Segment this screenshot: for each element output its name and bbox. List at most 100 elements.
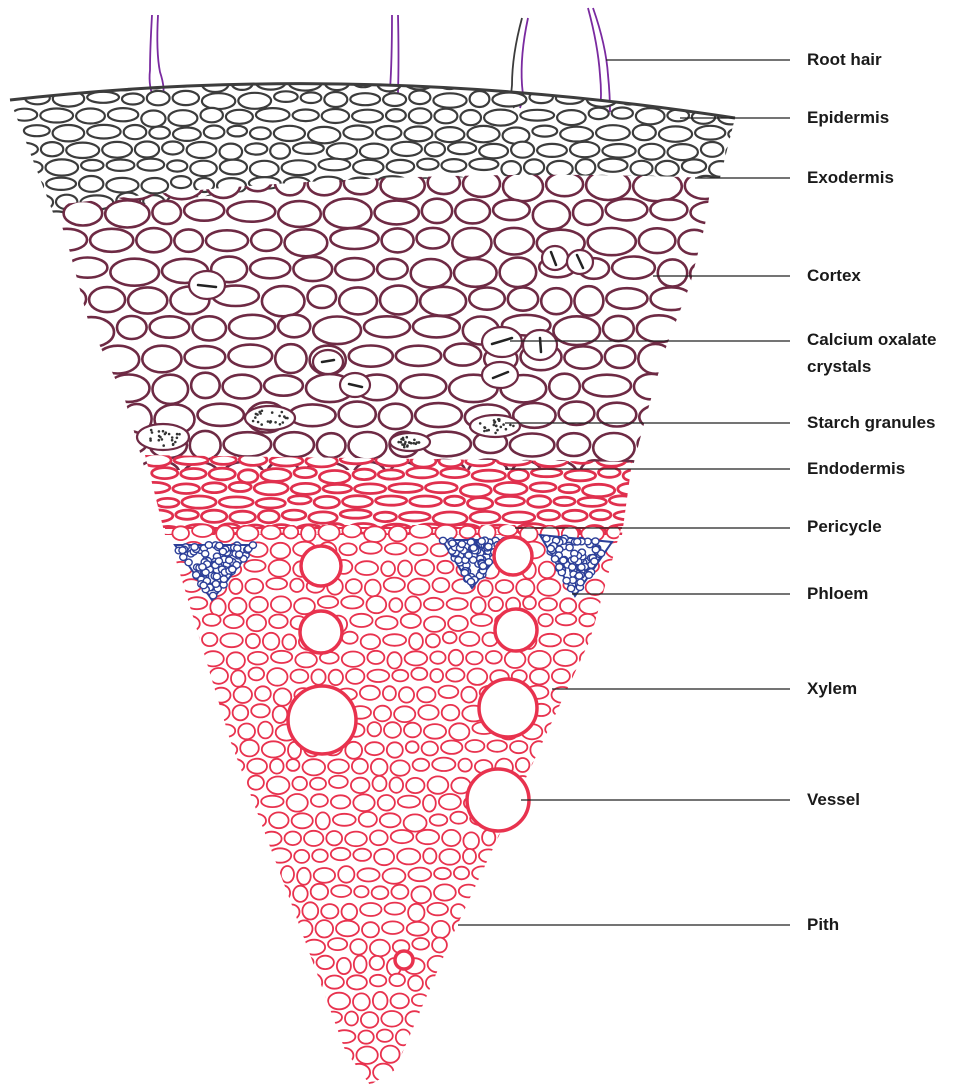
cell	[350, 939, 367, 955]
cell	[580, 994, 601, 1012]
label-vessel: Vessel	[807, 787, 860, 813]
cell	[668, 75, 697, 89]
cell	[184, 200, 224, 221]
cell	[517, 992, 533, 1004]
cell	[311, 669, 325, 684]
cell	[76, 75, 107, 90]
cell	[560, 598, 576, 613]
cell	[397, 849, 420, 865]
cell	[574, 286, 603, 315]
cell	[492, 93, 526, 107]
cell	[86, 403, 119, 424]
cell	[294, 1046, 310, 1059]
cell	[728, 127, 761, 141]
cell	[275, 885, 290, 900]
cell	[409, 108, 432, 123]
cell	[167, 707, 188, 720]
cell	[224, 812, 244, 824]
cell	[193, 848, 208, 865]
cell	[306, 1066, 324, 1082]
cell	[180, 1011, 203, 1025]
cell	[231, 957, 249, 969]
cell	[178, 686, 193, 700]
cell	[219, 497, 253, 507]
cell	[627, 849, 640, 865]
cell	[374, 512, 396, 521]
cell	[353, 160, 383, 174]
cell	[64, 201, 103, 226]
cell	[281, 866, 294, 883]
starch-dot	[495, 425, 498, 428]
cell	[419, 1064, 435, 1082]
cell	[516, 75, 545, 91]
cell	[554, 497, 575, 505]
cell	[575, 796, 589, 810]
cell	[424, 617, 445, 632]
cell	[360, 903, 381, 916]
cell	[634, 374, 669, 400]
cell	[203, 483, 227, 493]
cell	[156, 498, 179, 507]
cell	[317, 433, 346, 458]
cell	[564, 634, 583, 647]
cell	[531, 469, 561, 477]
cell	[430, 814, 448, 825]
cell	[269, 812, 289, 828]
cell	[625, 993, 643, 1006]
cell	[542, 958, 557, 974]
cell	[228, 1066, 244, 1079]
cell	[678, 230, 710, 254]
cell	[604, 706, 624, 722]
cell	[171, 884, 192, 898]
cell	[242, 902, 261, 917]
cell	[417, 687, 435, 702]
cell	[182, 795, 198, 812]
cell	[439, 686, 459, 698]
cell	[191, 373, 220, 398]
cell	[306, 974, 322, 992]
cell	[605, 1046, 624, 1063]
cell	[392, 670, 408, 682]
cell	[476, 922, 492, 937]
cell	[434, 884, 456, 900]
cell	[574, 538, 581, 545]
cell	[444, 344, 481, 366]
cell	[142, 540, 166, 551]
cell	[495, 228, 534, 255]
cell	[215, 884, 230, 896]
cell	[313, 1048, 333, 1063]
cell	[285, 832, 302, 846]
cell	[465, 552, 472, 559]
starch-dot	[271, 411, 274, 414]
cell	[534, 777, 553, 790]
cell	[460, 484, 491, 497]
cell	[169, 920, 187, 936]
cell	[234, 1028, 248, 1043]
cell	[448, 142, 476, 154]
cell	[76, 109, 105, 124]
cell	[212, 581, 219, 588]
cell	[380, 286, 417, 315]
cell	[469, 904, 484, 916]
cell	[309, 512, 337, 523]
cell	[495, 1064, 518, 1076]
cell	[241, 1082, 261, 1087]
cell	[303, 940, 325, 955]
cell	[216, 542, 223, 549]
cell	[231, 1010, 251, 1027]
cell	[364, 1082, 383, 1086]
cell	[383, 93, 406, 106]
cell	[576, 159, 596, 176]
cell	[516, 758, 530, 772]
cell	[377, 259, 408, 279]
cell	[376, 126, 402, 140]
starch-dot	[281, 411, 284, 414]
cell	[319, 471, 350, 484]
starch-dot	[486, 429, 489, 432]
cell	[405, 596, 421, 612]
cell	[495, 921, 516, 933]
cell	[498, 524, 517, 536]
cell	[667, 93, 687, 109]
cell	[532, 126, 557, 137]
cell	[460, 1066, 476, 1078]
